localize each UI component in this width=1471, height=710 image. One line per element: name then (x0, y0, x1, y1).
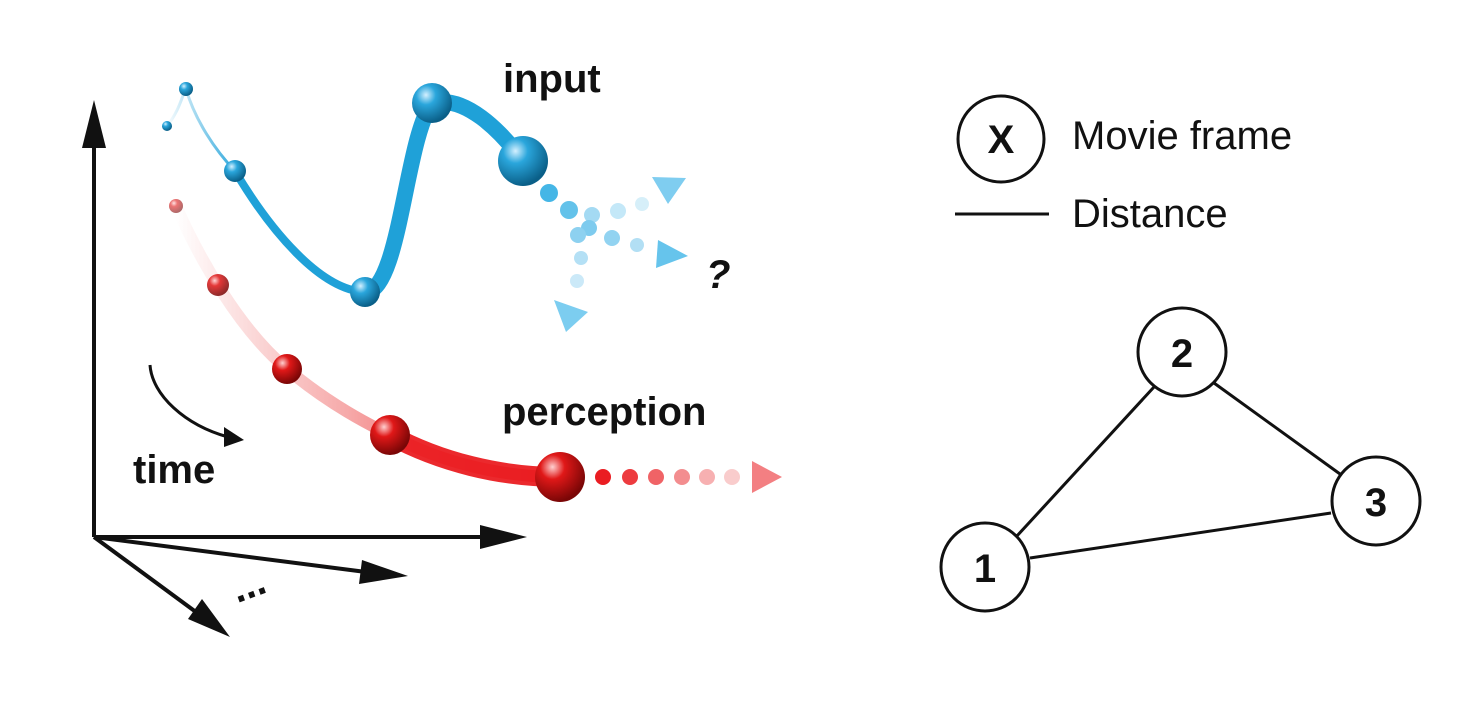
input-frame-ball (224, 160, 246, 182)
x-axis-arrowhead (480, 525, 527, 549)
future-dot (724, 469, 740, 485)
perception-trajectory (169, 199, 782, 502)
future-dot (630, 238, 644, 252)
legend-node-symbol-circle (956, 94, 1046, 184)
graph-edge-1-3 (1029, 511, 1332, 560)
axes (82, 100, 527, 637)
graph-node-1-label: 1 (974, 547, 996, 591)
third-axis-arrowhead (359, 560, 408, 584)
future-dot (574, 251, 588, 265)
future-arrowhead-down (554, 300, 588, 332)
input-curve-thin (165, 85, 237, 173)
perception-frame-ball (169, 199, 183, 213)
graph-node-2-label: 2 (1171, 332, 1193, 376)
future-dot (540, 184, 558, 202)
future-dot (635, 197, 649, 211)
legend: X Movie frame Distance (955, 94, 1292, 236)
perception-frame-ball (535, 452, 585, 502)
time-arrowhead (224, 427, 244, 447)
future-dot (674, 469, 690, 485)
fourth-axis-arrowhead (188, 599, 230, 637)
input-curve-thick (357, 93, 531, 300)
input-trajectory (162, 82, 688, 332)
third-axis (93, 535, 367, 574)
future-dot (560, 201, 578, 219)
graph-node-2 (1136, 306, 1228, 398)
perception-frame-ball (272, 354, 302, 384)
future-dot (570, 274, 584, 288)
time-label: time (133, 448, 215, 492)
graph-edge-1-2 (1014, 385, 1156, 539)
future-dot (595, 469, 611, 485)
graph-edge-2-3 (1213, 381, 1341, 476)
future-dot (584, 207, 600, 223)
input-label: input (503, 57, 601, 101)
time-arrow-curve (148, 364, 229, 439)
input-frame-ball (162, 121, 172, 131)
perception-frame-ball (370, 415, 410, 455)
legend-node-label: Movie frame (1072, 114, 1292, 158)
future-dot (604, 230, 620, 246)
ellipsis: ... (225, 559, 271, 612)
future-arrowhead (752, 461, 782, 493)
perception-future (595, 461, 782, 493)
future-arrowhead-up (652, 177, 686, 204)
fourth-axis (92, 535, 202, 617)
y-axis-arrowhead (82, 100, 106, 148)
perception-curve-head (380, 425, 570, 487)
future-dot (570, 227, 586, 243)
future-dot (648, 469, 664, 485)
perception-label: perception (502, 390, 706, 434)
future-dot (622, 469, 638, 485)
input-curve-mid (231, 167, 369, 296)
input-future-branches (540, 177, 688, 332)
input-frame-ball (179, 82, 193, 96)
graph-node-3 (1330, 455, 1422, 547)
legend-edge-label: Distance (1072, 192, 1228, 236)
graph-node-3-label: 3 (1365, 481, 1387, 525)
uncertainty-question-mark: ? (706, 253, 730, 297)
input-frame-ball (498, 136, 548, 186)
future-dot (699, 469, 715, 485)
time-arrow (148, 364, 244, 447)
legend-node-symbol-text: X (988, 118, 1015, 162)
future-arrowhead-right (656, 240, 688, 268)
input-frame-ball (412, 83, 452, 123)
future-dot (610, 203, 626, 219)
perception-frame-ball (207, 274, 229, 296)
graph-node-1 (939, 521, 1031, 613)
distance-graph: 1 2 3 (939, 306, 1422, 613)
input-frame-ball (350, 277, 380, 307)
